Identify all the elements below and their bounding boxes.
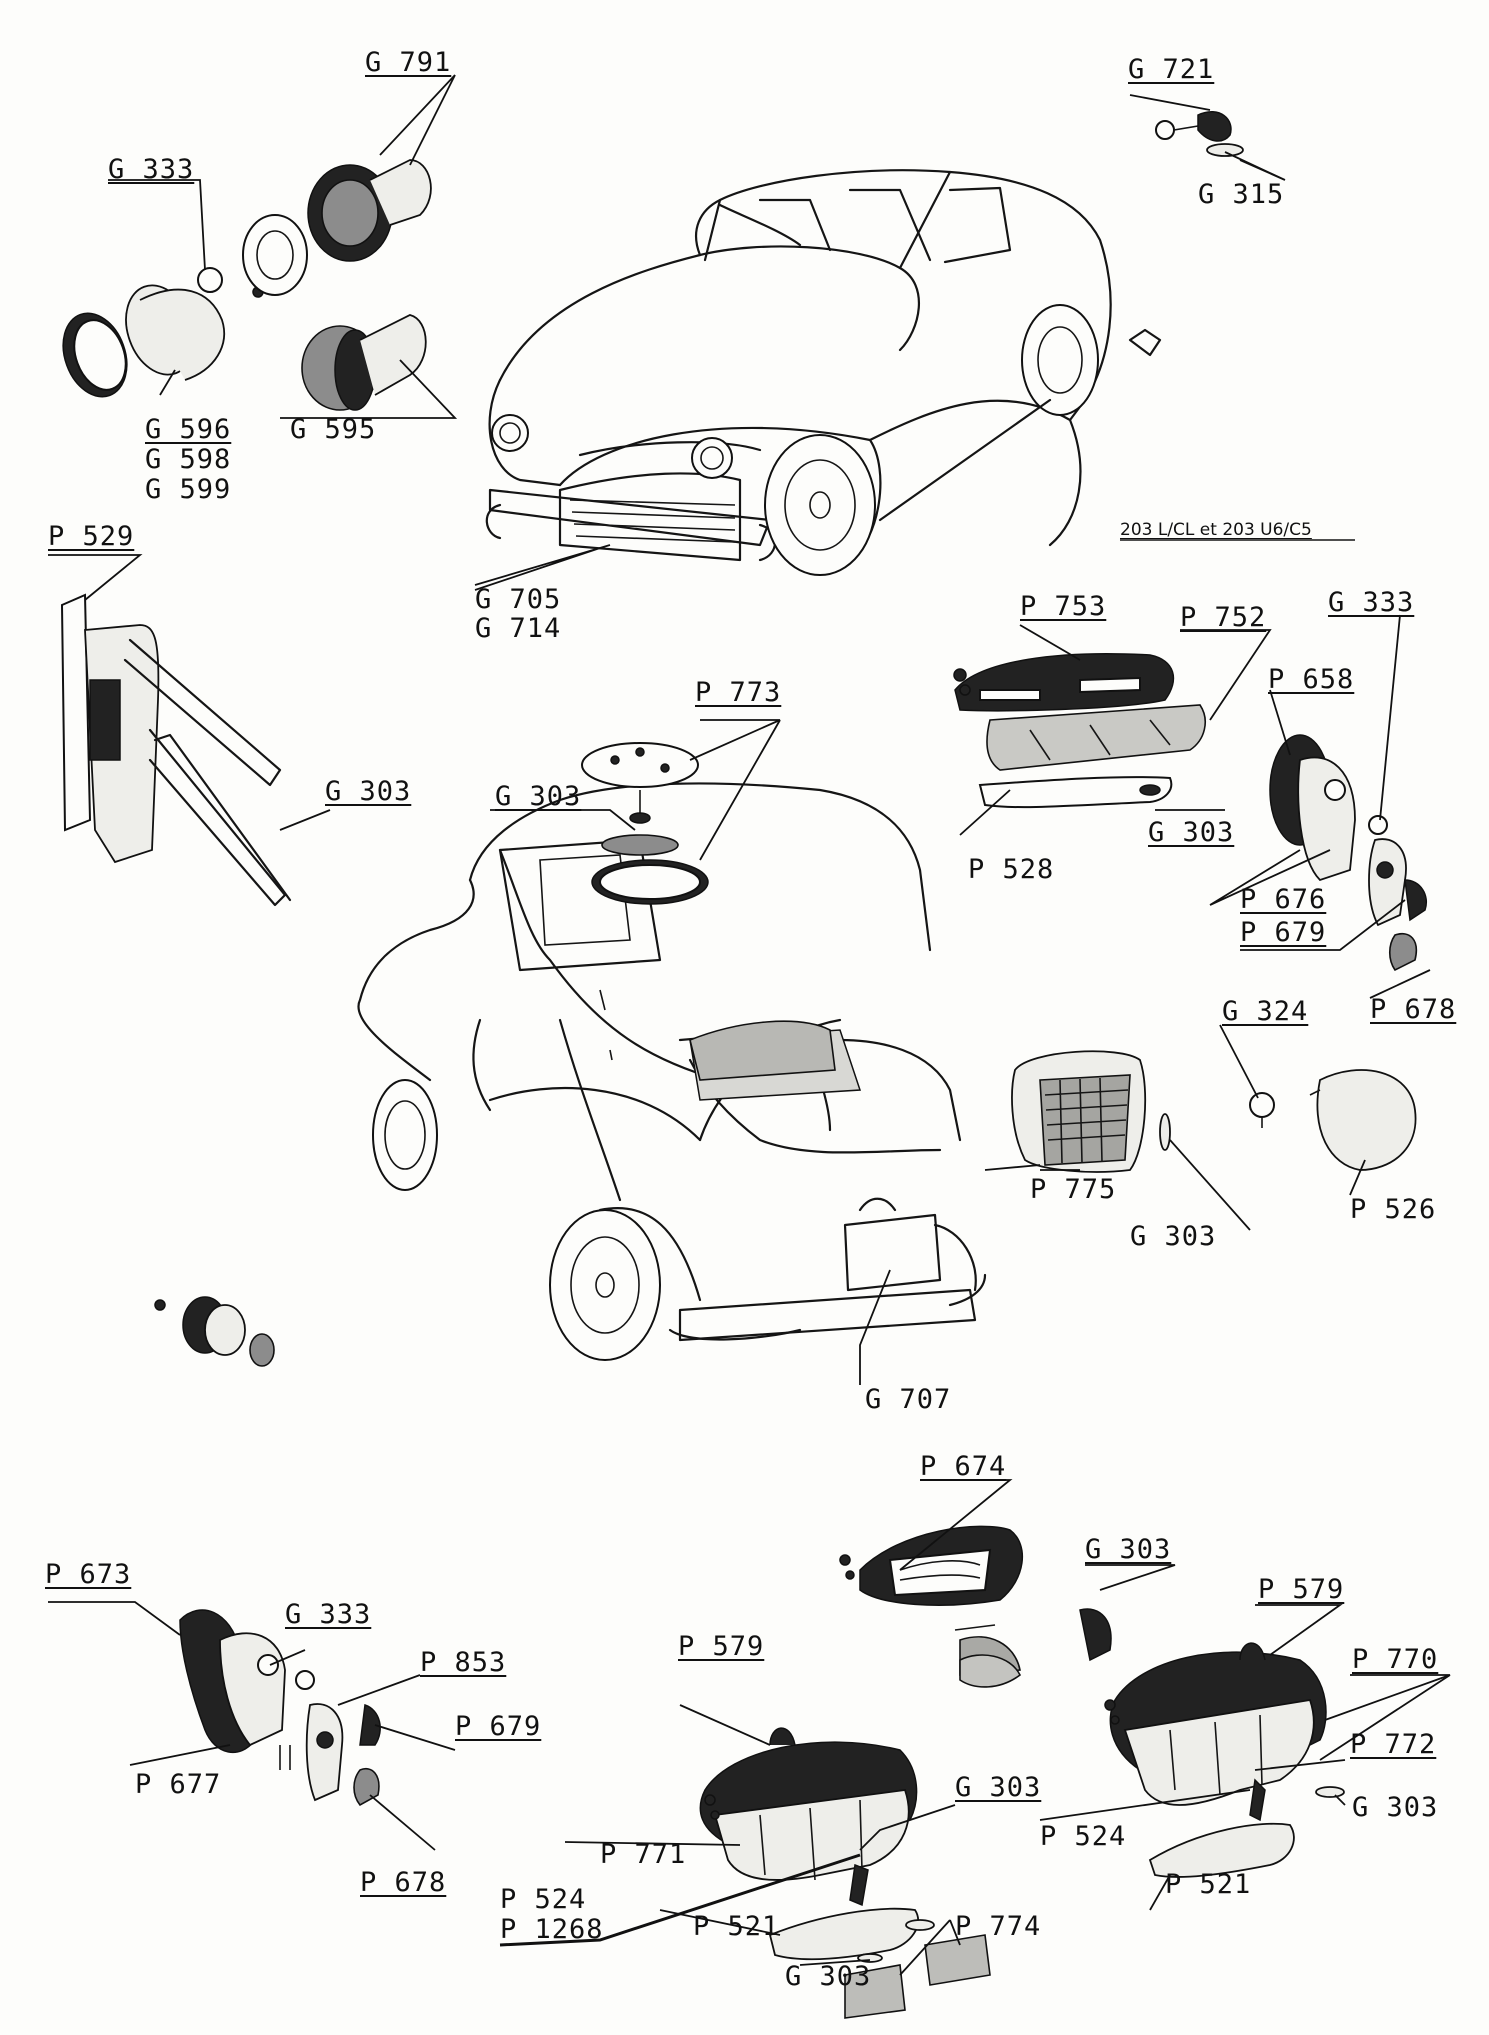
label-p679-left: P 679 <box>455 1711 542 1742</box>
label-g303-interior-lamp: G 303 <box>495 781 582 812</box>
socket-parts-left <box>154 1296 275 1367</box>
label-p678-right: P 678 <box>1370 994 1457 1025</box>
label-g791: G 791 <box>365 47 452 78</box>
label-p529: P 529 <box>48 521 135 552</box>
label-g303-rear-middle: G 303 <box>1130 1221 1217 1252</box>
rear-car-illustration <box>357 782 987 1361</box>
label-p677: P 677 <box>135 1769 222 1800</box>
label-g595: G 595 <box>290 414 377 445</box>
label-g303-center-bottom: G 303 <box>955 1772 1042 1803</box>
label-g333-rear-right: G 333 <box>1328 587 1415 618</box>
label-p579-right: P 579 <box>1258 1574 1345 1605</box>
label-g315: G 315 <box>1198 179 1285 210</box>
rear-lamp-parts-middle <box>1011 1050 1417 1173</box>
label-p774: P 774 <box>955 1911 1042 1942</box>
rear-lamp-assembly-center-bottom <box>699 1727 991 2019</box>
label-p773: P 773 <box>695 677 782 708</box>
label-g303-right-bottom: G 303 <box>1352 1792 1439 1823</box>
leader-lines <box>48 74 1451 1976</box>
label-g599: G 599 <box>145 474 232 505</box>
label-p526: P 526 <box>1350 1194 1437 1225</box>
label-g324: G 324 <box>1222 996 1309 1027</box>
rear-lamp-assembly-right-bottom <box>1104 1642 1345 1878</box>
label-p679-right: P 679 <box>1240 917 1327 948</box>
label-p678-left: P 678 <box>360 1867 447 1898</box>
label-p853: P 853 <box>420 1647 507 1678</box>
label-g707: G 707 <box>865 1384 952 1415</box>
label-g598: G 598 <box>145 444 232 475</box>
rear-lamp-exploded-right <box>1269 734 1427 972</box>
label-g596: G 596 <box>145 414 232 445</box>
label-g303-bottom: G 303 <box>785 1961 872 1992</box>
label-p521-right: P 521 <box>1165 1869 1252 1900</box>
label-p772: P 772 <box>1350 1729 1437 1760</box>
label-g303-plate-lamp: G 303 <box>1148 817 1235 848</box>
label-g333-headlamp: G 333 <box>108 154 195 185</box>
plate-lamp-bottom <box>839 1525 1112 1688</box>
label-p674: P 674 <box>920 1451 1007 1482</box>
label-p521-center: P 521 <box>693 1911 780 1942</box>
label-p658: P 658 <box>1268 664 1355 695</box>
label-g721: G 721 <box>1128 54 1215 85</box>
model-caption: 203 L/CL et 203 U6/C5 <box>1120 520 1312 540</box>
label-g705: G 705 <box>475 584 562 615</box>
label-p752: P 752 <box>1180 602 1267 633</box>
label-g333-rear-left: G 333 <box>285 1599 372 1630</box>
plate-lamp-parts <box>953 653 1206 809</box>
label-p753: P 753 <box>1020 591 1107 622</box>
label-p676: P 676 <box>1240 884 1327 915</box>
side-lamp-part <box>60 593 292 907</box>
front-car-illustration <box>485 169 1162 576</box>
interior-lamp-part <box>581 742 709 905</box>
label-p579-center: P 579 <box>678 1631 765 1662</box>
label-p775: P 775 <box>1030 1174 1117 1205</box>
small-bulb-parts <box>1155 111 1244 157</box>
label-p673: P 673 <box>45 1559 132 1590</box>
label-g303-bottom-plate: G 303 <box>1085 1534 1172 1565</box>
label-p528: P 528 <box>968 854 1055 885</box>
label-p524-center: P 524 <box>500 1884 587 1915</box>
label-p771: P 771 <box>600 1839 687 1870</box>
label-g303-side-lamp: G 303 <box>325 776 412 807</box>
label-g714: G 714 <box>475 613 562 644</box>
headlamp-exploded-parts <box>62 159 432 411</box>
rear-lamp-exploded-left <box>179 1609 381 1807</box>
label-p524-right: P 524 <box>1040 1821 1127 1852</box>
label-p770: P 770 <box>1352 1644 1439 1675</box>
label-p1268: P 1268 <box>500 1914 604 1945</box>
